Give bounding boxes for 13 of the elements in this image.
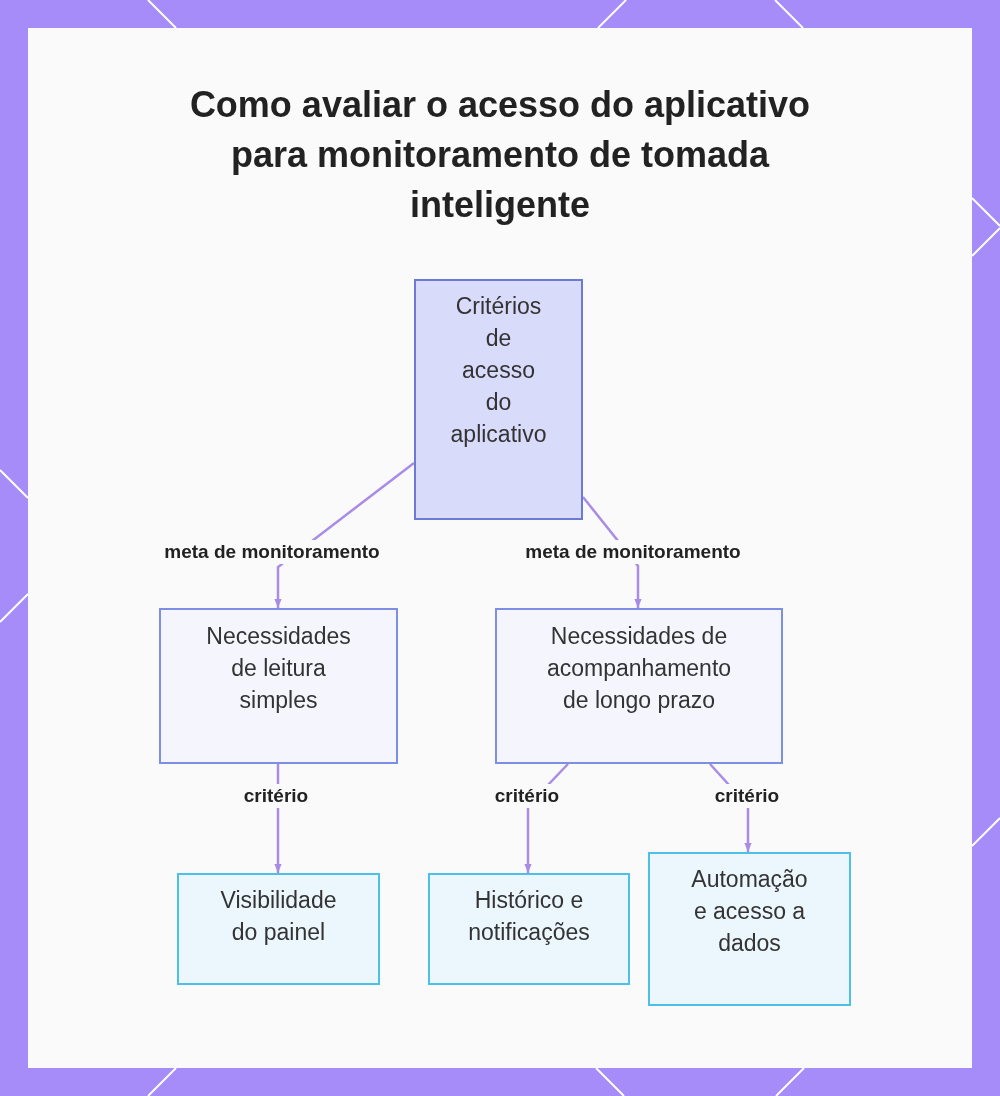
node-label: Necessidades de leitura simples (205, 622, 352, 715)
diagram-title: Como avaliar o acesso do aplicativo para monitoramento de tomada inteligente (188, 83, 812, 227)
node-label: Histórico e notificações (467, 886, 591, 947)
process-box (159, 608, 398, 764)
process-box (428, 873, 630, 985)
node-label: Critérios de acesso do aplicativo (450, 292, 547, 449)
process-box (177, 873, 380, 985)
process-box (495, 608, 783, 764)
process-box (648, 852, 851, 1006)
node-label: Visibilidade do painel (219, 886, 338, 947)
process-box (414, 279, 583, 520)
node-label: Automação e acesso a dados (690, 865, 809, 958)
node-label: Necessidades de acompanhamento de longo prazo (545, 622, 733, 715)
